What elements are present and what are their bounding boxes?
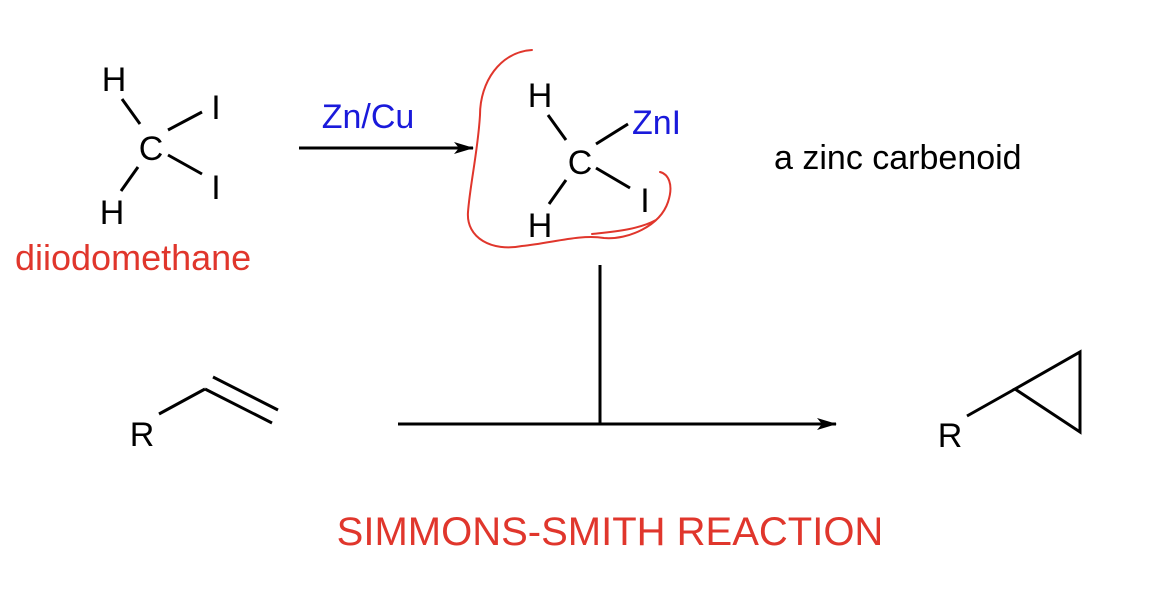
diiodomethane-atom-i-top: I	[211, 89, 220, 127]
carbenoid-highlight-circle	[466, 49, 672, 249]
bond-c-i-bottom	[167, 153, 203, 176]
carbenoid-atom-i: I	[640, 182, 649, 220]
diiodomethane-atom-h-bottom: H	[100, 194, 125, 232]
carbenoid-structure: H C H ZnI I	[528, 77, 681, 245]
alkene-double-bond-a	[204, 387, 273, 425]
alkene-atom-r: R	[130, 416, 155, 454]
carbenoid-atom-h-top: H	[528, 77, 553, 115]
diiodomethane-structure: H C H I I	[100, 61, 221, 232]
carbenoid-bond-c-h-bottom	[547, 179, 568, 205]
product-bond-r-c	[966, 387, 1016, 418]
carbenoid-bond-c-i	[595, 166, 631, 190]
bond-c-i-top	[167, 110, 203, 132]
bond-c-h-bottom	[119, 166, 140, 192]
diiodomethane-atom-i-bottom: I	[211, 169, 220, 207]
cyclopropane-structure	[966, 349, 1082, 435]
carbenoid-atom-h-bottom: H	[528, 207, 553, 245]
carbenoid-atom-c: C	[568, 144, 593, 182]
reagent-label: Zn/Cu	[322, 98, 415, 136]
reaction-title: SIMMONS-SMITH REACTION	[337, 510, 884, 554]
carbenoid-bond-c-h-top	[546, 114, 568, 141]
product-atom-r: R	[938, 417, 963, 455]
carbenoid-group-zni: ZnI	[632, 104, 681, 142]
alkene-double-bond-b	[212, 375, 279, 412]
alkene-bond-r-c	[158, 387, 206, 416]
diiodomethane-atom-h-top: H	[102, 61, 127, 99]
bond-c-h-top	[120, 98, 142, 125]
diiodomethane-atom-c: C	[139, 130, 164, 168]
carbenoid-bond-c-zn	[595, 122, 629, 146]
alkene-structure	[158, 375, 279, 425]
diiodomethane-label: diiodomethane	[15, 237, 251, 278]
cyclopropane-ring	[1012, 349, 1082, 435]
carbenoid-description: a zinc carbenoid	[774, 139, 1022, 177]
